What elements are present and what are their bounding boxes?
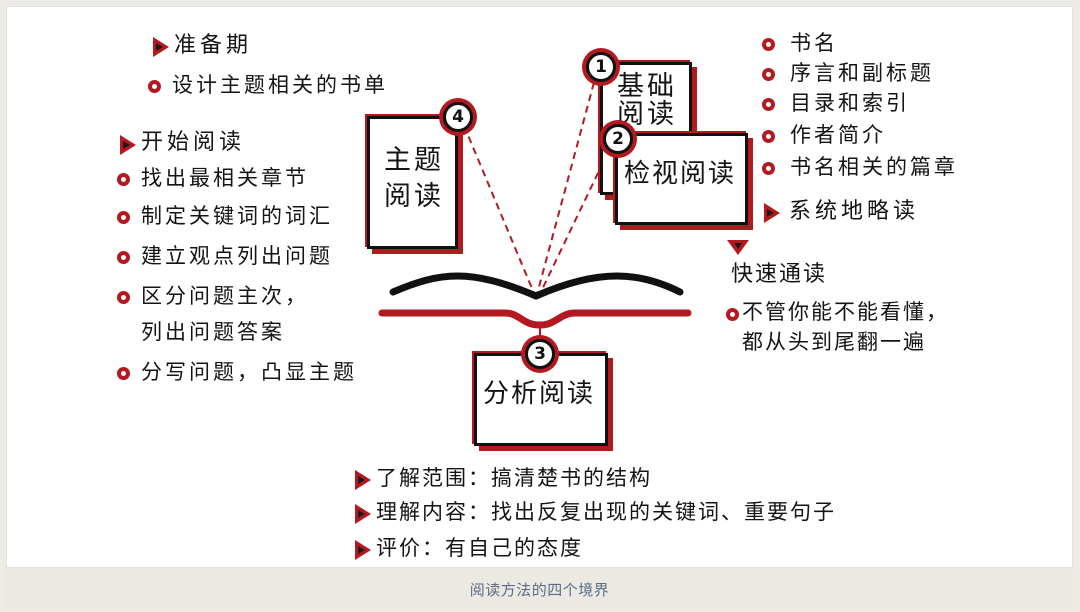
start-heading: 开始阅读 [141,130,246,155]
bullet-icon [117,291,130,304]
bullet-icon [148,80,161,93]
start-item: 找出最相关章节 [141,166,309,190]
bullet-icon [762,68,775,81]
inspection-item: 书名相关的篇章 [790,155,958,179]
basic-line2: 阅读 [617,99,677,130]
fast-read-heading: 快速通读 [731,262,828,287]
analysis-item: 评价：有自己的态度 [376,536,583,560]
systematic-skim-heading: 系统地略读 [789,199,920,224]
start-item: 制定关键词的词汇 [141,204,333,228]
analysis-item: 了解范围：搞清楚书的结构 [376,466,652,490]
prep-heading: 准备期 [174,33,253,58]
bullet-icon [762,38,775,51]
image-caption: 阅读方法的四个境界 [469,580,610,599]
bullet-icon [117,367,130,380]
analysis-triangle-icon [355,470,371,490]
start-item: 区分问题主次， [141,284,309,308]
diagram-canvas [6,6,1073,568]
inspection-item: 作者简介 [790,123,886,147]
stage-number-badge: 4 [443,102,473,132]
stage-number-badge: 1 [586,52,616,82]
analytical-label: 分析阅读 [483,379,596,409]
systematic-triangle-icon [764,203,780,223]
inspection-item: 目录和索引 [790,91,910,115]
bullet-icon [117,173,130,186]
stage-number-badge: 3 [525,339,555,369]
inspection-item: 序言和副标题 [790,61,934,85]
start-item: 建立观点列出问题 [141,244,333,268]
fast-read-line1: 不管你能不能看懂， [742,300,949,324]
bullet-icon [762,98,775,111]
start-item-continued: 列出问题答案 [141,320,285,344]
fast-read-line2: 都从头到尾翻一遍 [742,330,926,354]
fast-read-triangle-icon [727,240,749,255]
inspection-item: 书名 [790,31,838,55]
syntopical-line2: 阅读 [384,181,444,212]
syntopical-reading-card: 主题 阅读 [367,116,458,249]
start-item: 分写问题，凸显主题 [141,360,357,384]
caption-bar: 阅读方法的四个境界 [6,569,1073,609]
bullet-icon [117,211,130,224]
bullet-icon [762,162,775,175]
stage-number-badge: 2 [603,124,633,154]
prep-triangle-icon [153,37,169,57]
basic-line1: 基础 [617,71,677,102]
inspection-label: 检视阅读 [624,159,737,189]
bullet-icon [726,308,739,321]
inspection-reading-card: 检视阅读 [615,133,748,225]
bullet-icon [117,251,130,264]
bullet-icon [762,130,775,143]
prep-item: 设计主题相关的书单 [172,73,388,97]
analysis-triangle-icon [355,540,371,560]
analysis-triangle-icon [355,504,371,524]
analysis-item: 理解内容：找出反复出现的关键词、重要句子 [376,500,836,524]
start-triangle-icon [120,135,136,155]
syntopical-line1: 主题 [384,145,444,176]
